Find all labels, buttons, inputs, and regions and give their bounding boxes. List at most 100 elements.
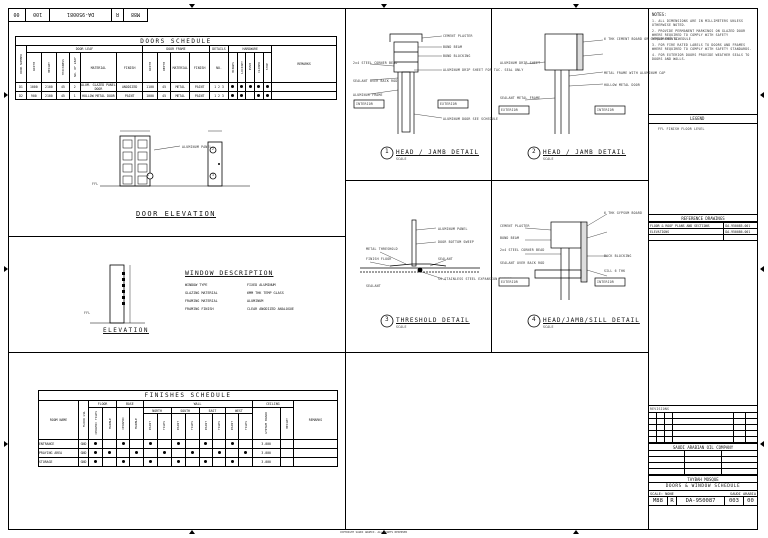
detail-2-title: HEAD / JAMB DETAIL: [543, 149, 627, 156]
tb-rev: 00: [742, 496, 759, 506]
tb-index: R: [666, 496, 678, 506]
hardware-dot: [231, 93, 235, 97]
detail-2-scale: SCALE: [543, 157, 554, 161]
bubble-label-1: 1: [147, 173, 150, 177]
detail-2-note: ALUMINUM DRIP SHEET: [500, 61, 541, 65]
detail-4-scale: SCALE: [543, 325, 554, 329]
finish-mark: [204, 442, 208, 445]
hardware-header: HARDWARE: [228, 45, 273, 53]
detail-2-interior: INTERIOR: [597, 108, 614, 112]
sheet-border: [8, 8, 758, 530]
detail-1-note: BOND BLOCKING: [443, 54, 471, 58]
detail-1-exterior: EXTERIOR: [440, 102, 457, 106]
door-row-2: D2 900 2100 45 1 HOLLOW METAL DOOR PAINT…: [15, 91, 337, 100]
divider-h2: [8, 352, 648, 353]
detail-4-exterior: EXTERIOR: [501, 280, 518, 284]
detail-3-note: ALUMINUM PANEL: [438, 227, 468, 231]
tb-plant: M88: [648, 496, 668, 506]
detail-2-number: 2: [532, 148, 536, 155]
tb-drawing-number: DA-950087: [676, 496, 726, 506]
detail-4-drawing: [498, 213, 626, 300]
hardware-dot: [257, 85, 261, 88]
note-item: 1. ALL DIMENSIONS ARE IN MILLIMETERS UNL…: [652, 19, 744, 27]
finish-mark: [121, 442, 125, 445]
finish-mark: [148, 460, 152, 463]
detail-1-note: ALUMINUM FRAME: [353, 93, 383, 97]
detail-3-note: FINISH FLOOR: [366, 257, 392, 261]
detail-1-interior: INTERIOR: [356, 102, 373, 106]
finish-mark: [176, 460, 180, 463]
divider-h3: [345, 180, 648, 181]
legend-item: FFL FINISH FLOOR LEVEL: [658, 127, 705, 131]
hardware-dot: [240, 93, 244, 97]
door-elevation-drawing: [100, 130, 250, 187]
detail-1-note: ALUMINUM DRIP SHEET FOR TAC. SEAL ONLY: [443, 68, 524, 72]
divider-v3: [648, 8, 649, 530]
door-leaf-header: DOOR LEAF: [25, 45, 144, 53]
detail-4-note: BACK BLOCKING: [604, 254, 632, 258]
detail-4-interior: INTERIOR: [597, 280, 614, 284]
detail-1-note: CEMENT PLASTER: [443, 34, 473, 38]
project-name: TAYBAH MOSQUE: [648, 475, 758, 482]
detail-2-note: METAL FRAME WITH ALUMINUM CAP: [604, 71, 666, 75]
divider-v1: [345, 8, 346, 530]
revisions-label: REVISIONS: [650, 407, 670, 411]
door-elevation-title: DOOR ELEVATION: [136, 210, 217, 218]
drawing-code: DA-950081: [49, 8, 112, 21]
finish-mark: [217, 451, 221, 454]
detail-3-note: SEALANT: [438, 257, 453, 261]
door-mark: D1: [15, 82, 27, 92]
detail-4-title: HEAD/JAMB/SILL DETAIL: [543, 317, 640, 324]
finish-mark: [148, 442, 152, 445]
detail-3-note: DOOR BOTTOM SWEEP: [438, 240, 475, 244]
detail-1-note: SEALANT OVER BACK ROD: [353, 79, 398, 83]
note-item: 2. PROVIDE PERMANENT MARKINGS ON GLAZED …: [652, 29, 746, 41]
detail-2-exterior: EXTERIOR: [501, 108, 518, 112]
detail-3-scale: SCALE: [396, 325, 407, 329]
plant-code: M88: [123, 8, 147, 21]
finish-mark: [162, 451, 166, 454]
revisions-table: [648, 412, 758, 443]
location-label: SAUDI ARABIA: [730, 492, 756, 496]
door-mark: D2: [15, 91, 27, 100]
detail-3-drawing: [360, 219, 480, 281]
window-elevation-title: ELEVATION: [103, 327, 150, 334]
finish-mark: [94, 451, 97, 454]
finish-mark: [121, 460, 125, 463]
detail-2-note: HOLLOW METAL DOOR: [604, 83, 641, 87]
finish-mark: [176, 442, 180, 445]
doors-schedule: DOORS SCHEDULE DOOR NUMBER DOOR LEAF DOO…: [15, 36, 337, 100]
hardware-dot: [265, 85, 269, 88]
drawing-number-strip: M88 R DA-950087 003 00: [648, 496, 759, 506]
finishes-schedule: FINISHES SCHEDULE ROOM NAME FLOOR LVL FL…: [38, 390, 338, 467]
window-description-title: WINDOW DESCRIPTION: [185, 269, 274, 277]
detail-3-title: THRESHOLD DETAIL: [396, 317, 470, 324]
detail-2-drawing: [498, 33, 626, 134]
finish-mark: [94, 442, 97, 445]
tb-sheet: 003: [724, 496, 744, 506]
finish-mark: [94, 460, 97, 463]
detail-1-note: 2x4 STEEL CORNER BEAD: [353, 61, 398, 65]
detail-3-note: SEALANT: [366, 284, 381, 288]
notes-title: NOTES:: [652, 12, 667, 17]
finishes-remarks-header: REMARKS: [293, 400, 338, 440]
detail-4-note: 2x4 STEEL CORNER BEAD: [500, 248, 545, 252]
detail-1-drawing: [353, 33, 469, 134]
note-item: 4. FOR EXTERIOR DOORS PROVIDE WEATHER SE…: [652, 53, 750, 61]
finish-mark: [190, 451, 194, 454]
bubble-label-2: 2: [212, 147, 215, 151]
legend-title: LEGEND: [690, 116, 705, 121]
detail-3-number: 3: [385, 316, 389, 323]
finish-mark: [230, 460, 234, 463]
detail-1-note: ALUMINUM DOOR SEE SCHEDULE: [443, 117, 499, 121]
detail-1-scale: SCALE: [396, 157, 407, 161]
detail-3-note: SS STAINLESS STEEL EXPANSION ANCHOR: [438, 277, 513, 281]
divider-h1: [8, 236, 345, 237]
detail-1-title: HEAD / JAMB DETAIL: [396, 149, 480, 156]
